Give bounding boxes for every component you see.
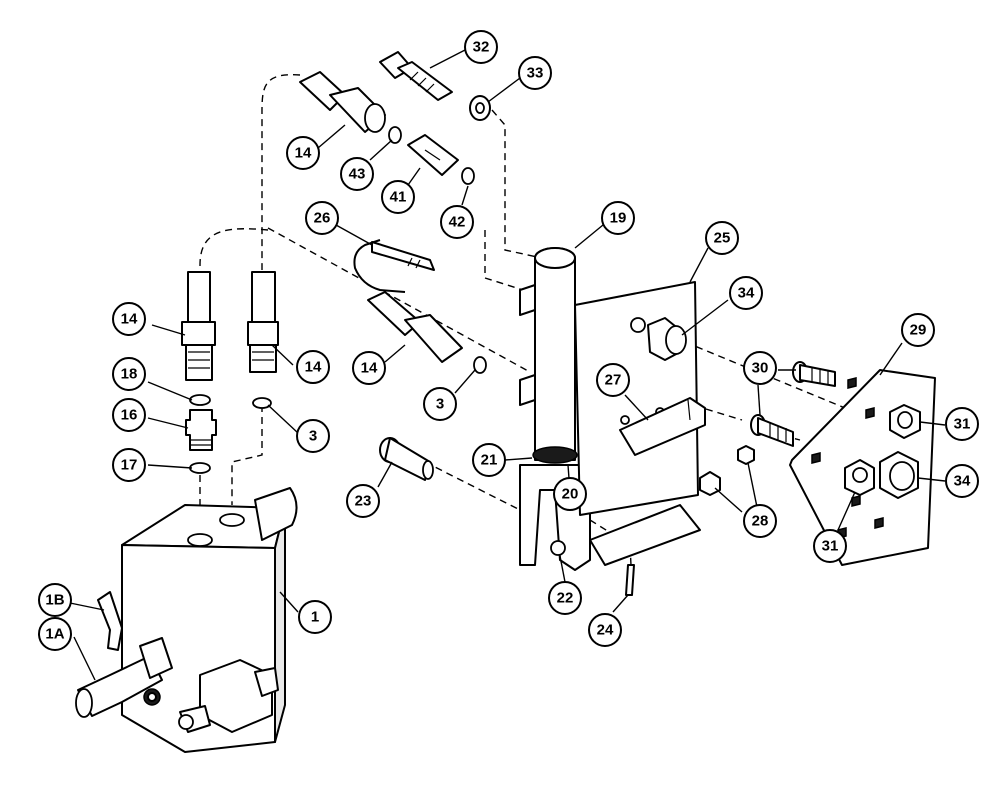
callout-42: 42 bbox=[440, 205, 474, 239]
callout-34-label: 34 bbox=[954, 473, 971, 490]
washer-33 bbox=[469, 95, 491, 121]
nut-28-upper bbox=[737, 445, 755, 465]
callout-29-label: 29 bbox=[910, 322, 927, 339]
bolt-30-upper bbox=[792, 361, 836, 387]
callout-1A: 1A bbox=[38, 617, 72, 651]
callout-23-label: 23 bbox=[355, 493, 372, 510]
callout-1B: 1B bbox=[38, 583, 72, 617]
nut-34-plate bbox=[879, 451, 919, 499]
cotter-pin-24 bbox=[625, 564, 635, 596]
callout-41-label: 41 bbox=[390, 189, 407, 206]
callout-29: 29 bbox=[901, 313, 935, 347]
callout-3-label: 3 bbox=[309, 428, 317, 445]
bracket-27 bbox=[619, 397, 706, 456]
callout-18-label: 18 bbox=[121, 366, 138, 383]
o-ring-42 bbox=[461, 167, 475, 185]
callout-41: 41 bbox=[381, 180, 415, 214]
callout-43: 43 bbox=[340, 157, 374, 191]
pin-23 bbox=[379, 437, 434, 481]
callout-30: 30 bbox=[743, 351, 777, 385]
adapter-16 bbox=[185, 409, 217, 451]
o-ring-3-left bbox=[252, 397, 272, 409]
callout-24-label: 24 bbox=[597, 622, 614, 639]
callout-26-label: 26 bbox=[314, 210, 331, 227]
callout-1B-label: 1B bbox=[45, 592, 64, 609]
o-ring-43 bbox=[388, 126, 402, 144]
callout-32-label: 32 bbox=[473, 39, 490, 56]
callout-27-label: 27 bbox=[605, 372, 622, 389]
callout-14: 14 bbox=[296, 350, 330, 384]
callout-32: 32 bbox=[464, 30, 498, 64]
callout-17-label: 17 bbox=[121, 457, 138, 474]
callout-22-label: 22 bbox=[557, 590, 574, 607]
callout-23: 23 bbox=[346, 484, 380, 518]
fitting-14-left-pair bbox=[181, 271, 279, 381]
bolt-30-lower bbox=[750, 414, 794, 447]
callout-33-label: 33 bbox=[527, 65, 544, 82]
callout-24: 24 bbox=[588, 613, 622, 647]
callout-28-label: 28 bbox=[752, 513, 769, 530]
callout-43-label: 43 bbox=[349, 166, 366, 183]
callout-22: 22 bbox=[548, 581, 582, 615]
nut-34-top bbox=[647, 317, 687, 361]
callout-33: 33 bbox=[518, 56, 552, 90]
callout-28: 28 bbox=[743, 504, 777, 538]
callout-14-label: 14 bbox=[361, 360, 378, 377]
callout-14: 14 bbox=[352, 351, 386, 385]
callout-25-label: 25 bbox=[714, 230, 731, 247]
callout-31: 31 bbox=[945, 407, 979, 441]
nut-28-lower bbox=[699, 471, 721, 496]
o-ring-17 bbox=[189, 462, 211, 474]
callout-34: 34 bbox=[945, 464, 979, 498]
callout-1A-label: 1A bbox=[45, 626, 64, 643]
leader-lines bbox=[69, 49, 946, 681]
callout-34-label: 34 bbox=[738, 285, 755, 302]
callout-31-label: 31 bbox=[954, 416, 971, 433]
callout-3: 3 bbox=[296, 419, 330, 453]
u-bolt-26 bbox=[353, 239, 435, 293]
callout-27: 27 bbox=[596, 363, 630, 397]
o-ring-3-mid bbox=[473, 356, 487, 374]
bolt-32 bbox=[379, 51, 453, 101]
callout-3-label: 3 bbox=[436, 396, 444, 413]
callout-31-label: 31 bbox=[822, 538, 839, 555]
callout-14-label: 14 bbox=[121, 311, 138, 328]
callout-19: 19 bbox=[601, 201, 635, 235]
callout-25: 25 bbox=[705, 221, 739, 255]
check-valve-41 bbox=[407, 134, 459, 176]
o-ring-18 bbox=[189, 394, 211, 406]
callout-14-label: 14 bbox=[295, 145, 312, 162]
nut-31-lower bbox=[844, 459, 875, 496]
callout-16: 16 bbox=[112, 398, 146, 432]
valve-body bbox=[75, 487, 298, 753]
callout-31: 31 bbox=[813, 529, 847, 563]
callout-1-label: 1 bbox=[311, 609, 319, 626]
callout-21: 21 bbox=[472, 443, 506, 477]
callout-14-label: 14 bbox=[305, 359, 322, 376]
callout-34: 34 bbox=[729, 276, 763, 310]
callout-21-label: 21 bbox=[481, 452, 498, 469]
fitting-14-top bbox=[299, 71, 386, 133]
callout-19-label: 19 bbox=[610, 210, 627, 227]
callout-3: 3 bbox=[423, 387, 457, 421]
callout-16-label: 16 bbox=[121, 407, 138, 424]
callout-17: 17 bbox=[112, 448, 146, 482]
callout-42-label: 42 bbox=[449, 214, 466, 231]
nut-31-upper bbox=[889, 404, 921, 439]
callout-14: 14 bbox=[112, 302, 146, 336]
callout-14: 14 bbox=[286, 136, 320, 170]
callout-30-label: 30 bbox=[752, 360, 769, 377]
callout-18: 18 bbox=[112, 357, 146, 391]
fitting-14-mid bbox=[367, 291, 463, 363]
callout-1: 1 bbox=[298, 600, 332, 634]
callout-26: 26 bbox=[305, 201, 339, 235]
callout-20-label: 20 bbox=[562, 486, 579, 503]
callout-20: 20 bbox=[553, 477, 587, 511]
